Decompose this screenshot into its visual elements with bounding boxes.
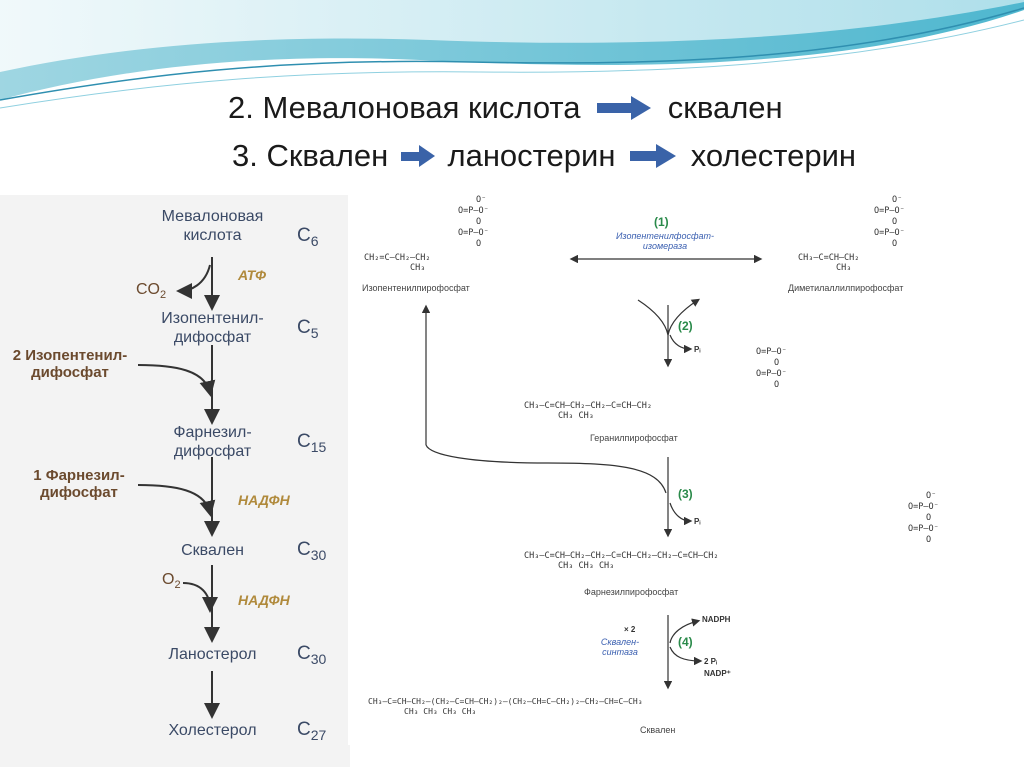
phosphate-group: O⁻ O=P—O⁻ O O=P—O⁻ O [908, 491, 939, 545]
formula-fpp: CH₃—C=CH—CH₂—CH₂—C=CH—CH₂—CH₂—C=CH—CH₂ [524, 551, 719, 561]
mevalonate-pathway-scheme: Мевалоновая кислота C6 Изопентенил- дифо… [0, 195, 350, 767]
compound-lanosterol: Ланостерол [168, 646, 257, 663]
cofactor-atp: АТФ [238, 267, 266, 283]
carbon-count: C5 [297, 317, 319, 341]
label-2pi: 2 Pᵢ [704, 657, 718, 666]
arrow-right-icon [597, 95, 652, 120]
carbon-count: C30 [297, 643, 327, 667]
title-1-left: 2. Мевалоновая кислота [228, 89, 581, 125]
label-x2: × 2 [624, 625, 636, 634]
name-gpp: Геранилпирофосфат [590, 433, 678, 443]
formula-ipp: CH₂=C—CH₂—CH₂ [364, 253, 431, 263]
name-squalene: Сквален [640, 725, 676, 735]
title-line-2: 3. Сквален ланостерин холестерин [232, 136, 856, 174]
compound-farnesyl-diphosphate: Фарнезил- дифосфат [173, 424, 252, 460]
carbon-count: C30 [297, 539, 327, 563]
reagent-1-farnesyl-diphosphate: 1 Фарнезил- дифосфат [33, 467, 125, 501]
step-1-label: (1) [654, 215, 669, 229]
label-pi: Pᵢ [694, 345, 701, 354]
formula-squalene: CH₃—C=CH—CH₂—(CH₂—C=CH—CH₂)₂—(CH₂—CH=C—C… [368, 697, 643, 706]
title-2-mid: ланостерин [447, 137, 616, 173]
name-dmapp: Диметилаллилпирофосфат [788, 283, 904, 293]
formula-fpp-sub: CH₃ CH₃ CH₃ [558, 561, 615, 571]
phosphate-group: O=P—O⁻ O O=P—O⁻ O [756, 347, 787, 390]
formula-gpp: CH₃—C=CH—CH₂—CH₂—C=CH—CH₂ [524, 401, 652, 411]
phosphate-group: O⁻ O=P—O⁻ O O=P—O⁻ O [458, 195, 489, 249]
compound-cholesterol: Холестерол [168, 722, 257, 739]
compound-mevalonic-acid: Мевалоновая кислота [161, 208, 264, 244]
arrow-right-icon [630, 143, 677, 168]
step-4-label: (4) [678, 635, 693, 649]
step-2-label: (2) [678, 319, 693, 333]
cofactor-nadph: НАДФН [238, 592, 290, 608]
reagent-o2: O2 [162, 571, 181, 592]
enzyme-squalene-synthase: Сквален- синтаза [600, 637, 640, 657]
reagent-2-isopentenyl-diphosphate: 2 Изопентенил- дифосфат [12, 347, 128, 381]
cofactor-nadph: НАДФН [238, 492, 290, 508]
compound-squalene: Сквален [181, 542, 244, 559]
enzyme-isomerase: Изопентенилфосфат- изомераза [615, 231, 715, 251]
title-line-1: 2. Мевалоновая кислота сквален [228, 88, 783, 126]
name-fpp: Фарнезилпирофосфат [584, 587, 679, 597]
title-2-right: холестерин [690, 137, 857, 173]
label-pi: Pᵢ [694, 517, 701, 526]
carbon-count: C6 [297, 225, 319, 249]
label-nadph: NADPH [702, 615, 731, 624]
label-nadp: NADP⁺ [704, 669, 731, 678]
name-ipp: Изопентенилпирофосфат [362, 283, 470, 293]
right-scheme-arrows [421, 254, 763, 690]
phosphate-group: O⁻ O=P—O⁻ O O=P—O⁻ O [874, 195, 905, 249]
formula-dmapp: CH₃—C=CH—CH₂ [798, 253, 860, 263]
carbon-count: C15 [297, 431, 327, 455]
step-3-label: (3) [678, 487, 693, 501]
header-wave-decoration [0, 0, 1024, 109]
formula-ipp-sub: CH₃ [410, 263, 426, 273]
carbon-count: C27 [297, 719, 327, 743]
formula-squalene-sub: CH₃ CH₃ CH₃ CH₃ [404, 707, 477, 716]
title-1-right: сквален [667, 89, 783, 125]
formula-gpp-sub: CH₃ CH₃ [558, 411, 594, 421]
left-scheme-arrows [137, 257, 220, 719]
isoprenoid-condensation-scheme: O⁻ O=P—O⁻ O O=P—O⁻ O CH₂=C—CH₂—CH₂ CH₃ И… [348, 195, 1004, 745]
formula-dmapp-sub: CH₃ [836, 263, 852, 273]
title-2-left: 3. Сквален [232, 137, 389, 173]
reagent-co2: CO2 [136, 281, 167, 302]
compound-isopentenyl-diphosphate: Изопентенил- дифосфат [161, 310, 264, 346]
arrow-right-icon [400, 144, 435, 167]
